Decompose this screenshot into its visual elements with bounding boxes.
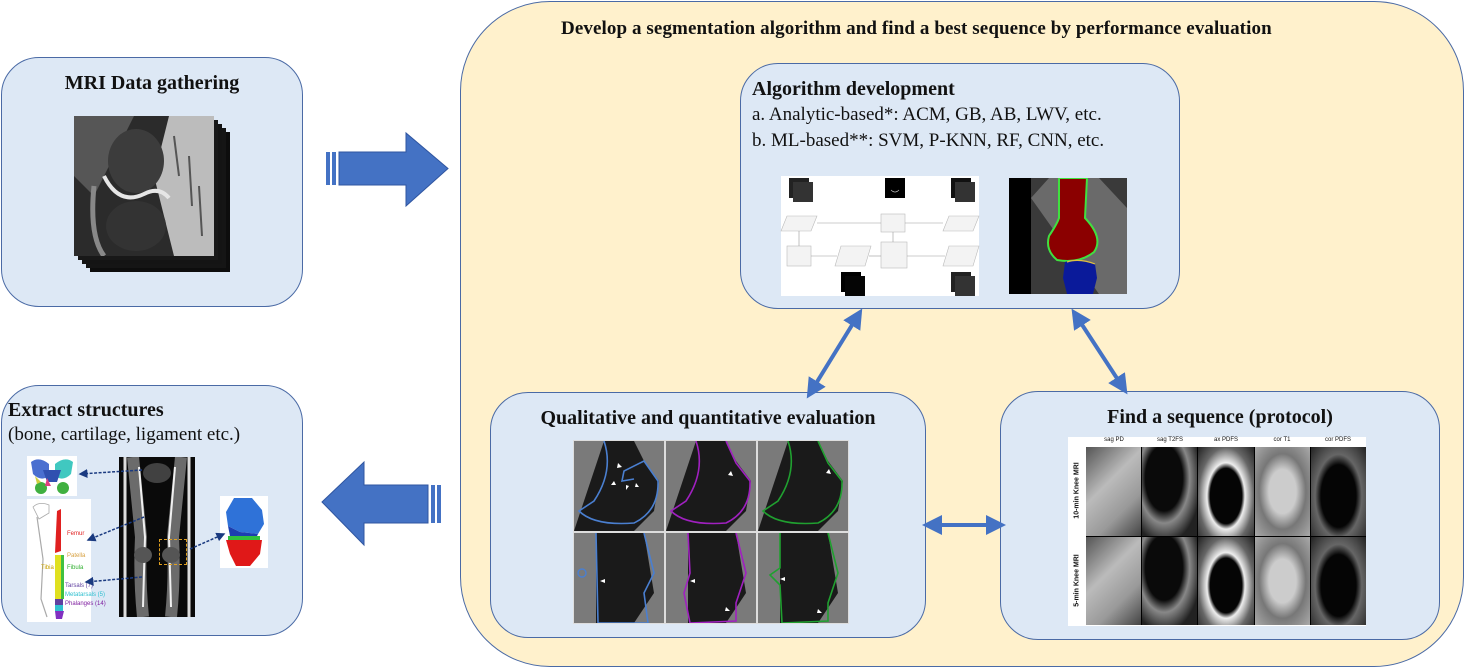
extract-structures-subtitle: (bone, cartilage, ligament etc.) <box>8 424 241 445</box>
main-container-title: Develop a segmentation algorithm and fin… <box>561 18 1272 39</box>
evaluation-panel: Qualitative and quantitative evaluation <box>490 392 926 638</box>
sequence-title: Find a sequence (protocol) <box>1107 406 1333 428</box>
segmented-knee-image <box>1009 178 1127 294</box>
label-tibia: Tibia <box>41 565 54 571</box>
sequence-column-headers: sag PD sag T2FS ax PDFS cor T1 cor PDFS <box>1086 437 1366 447</box>
mri-gathering-title: MRI Data gathering <box>64 72 240 94</box>
knee-roi-box <box>159 539 187 565</box>
sequence-panel: Find a sequence (protocol) sag PD sag T2… <box>1000 391 1440 640</box>
sequence-cell-ax-pdfs-10 <box>1198 447 1254 536</box>
column-header: sag PD <box>1104 437 1124 443</box>
column-header: cor T1 <box>1273 437 1291 443</box>
column-header: ax PDFS <box>1213 437 1238 443</box>
sequence-image-grid <box>1086 447 1366 625</box>
row-label-10min: 10-min Knee MRI <box>1073 462 1081 519</box>
sequence-cell-ax-pdfs-5 <box>1198 536 1254 625</box>
leg-skeleton-image: Femur Patella Tibia Fibula Tarsals (7) M… <box>27 499 106 622</box>
sequence-cell-sag-t2fs-10 <box>1142 447 1198 536</box>
row-label-5min: 5-min Knee MRI <box>1073 554 1081 607</box>
right-arrow-icon <box>326 131 449 208</box>
algorithm-item-analytic: a. Analytic-based*: ACM, GB, AB, LWV, et… <box>752 104 1102 125</box>
column-header: sag T2FS <box>1157 437 1183 443</box>
sequence-cell-cor-pdfs-10 <box>1310 447 1366 536</box>
column-header: cor PDFS <box>1324 437 1351 443</box>
sequence-cell-sag-pd-10 <box>1086 447 1142 536</box>
left-arrow-icon <box>321 460 441 547</box>
sequence-cell-sag-t2fs-5 <box>1142 536 1198 625</box>
label-femur: Femur <box>67 531 85 537</box>
knee-3d-model-image <box>220 496 268 568</box>
sequence-cell-sag-pd-5 <box>1086 536 1142 625</box>
label-phalanges: Phalanges (14) <box>65 601 106 607</box>
label-patella: Patella <box>67 553 86 559</box>
pointer-arrows <box>78 469 226 586</box>
label-tarsals: Tarsals (7) <box>65 583 94 589</box>
sequence-cell-cor-t1-10 <box>1254 447 1310 536</box>
algorithm-item-ml: b. ML-based**: SVM, P-KNN, RF, CNN, etc. <box>752 130 1105 151</box>
pelvis-image <box>27 456 77 496</box>
label-metatarsals: Metatarsals (5) <box>65 592 106 598</box>
algorithm-development-panel: Algorithm development a. Analytic-based*… <box>740 63 1180 309</box>
algorithm-development-title: Algorithm development <box>752 78 955 100</box>
evaluation-image-grid <box>573 440 849 624</box>
extract-structures-title: Extract structures <box>8 399 164 421</box>
mri-stack-image <box>74 116 234 276</box>
full-leg-mri-image <box>119 457 195 617</box>
sequence-cell-cor-t1-5 <box>1254 536 1310 625</box>
mri-gathering-panel: MRI Data gathering <box>1 57 303 307</box>
sequence-cell-cor-pdfs-5 <box>1310 536 1366 625</box>
label-fibula: Fibula <box>67 565 84 571</box>
extract-structures-panel: Extract structures (bone, cartilage, lig… <box>1 385 303 636</box>
algorithm-flowchart-image <box>780 176 980 296</box>
evaluation-title: Qualitative and quantitative evaluation <box>540 407 876 429</box>
sequence-image-table: sag PD sag T2FS ax PDFS cor T1 cor PDFS … <box>1068 437 1366 626</box>
